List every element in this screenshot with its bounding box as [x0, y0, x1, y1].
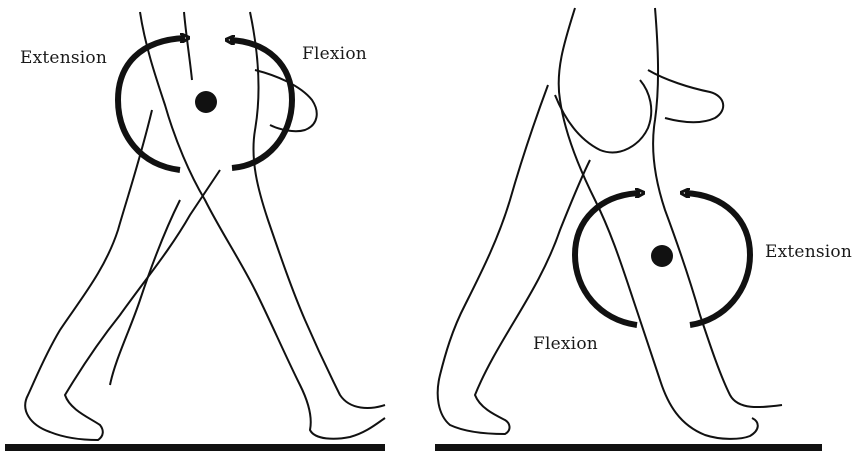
left-flexion-label: Flexion — [302, 44, 367, 64]
right-back-leg — [438, 85, 590, 434]
left-panel — [5, 12, 385, 451]
left-flexion-arc — [230, 40, 292, 168]
right-front-leg — [555, 8, 782, 439]
left-ground-line — [5, 444, 385, 451]
right-extension-arc — [685, 193, 750, 325]
right-flexion-arc — [575, 193, 640, 325]
right-flexion-label: Flexion — [533, 334, 598, 354]
left-front-leg — [140, 12, 385, 439]
left-extension-arc — [118, 38, 185, 170]
left-extension-label: Extension — [20, 48, 107, 68]
left-knee-joint-marker — [195, 91, 217, 113]
left-back-leg — [25, 110, 220, 440]
right-ground-line — [435, 444, 822, 451]
right-extension-label: Extension — [765, 242, 852, 262]
right-panel — [435, 8, 822, 451]
right-knee-joint-marker — [651, 245, 673, 267]
